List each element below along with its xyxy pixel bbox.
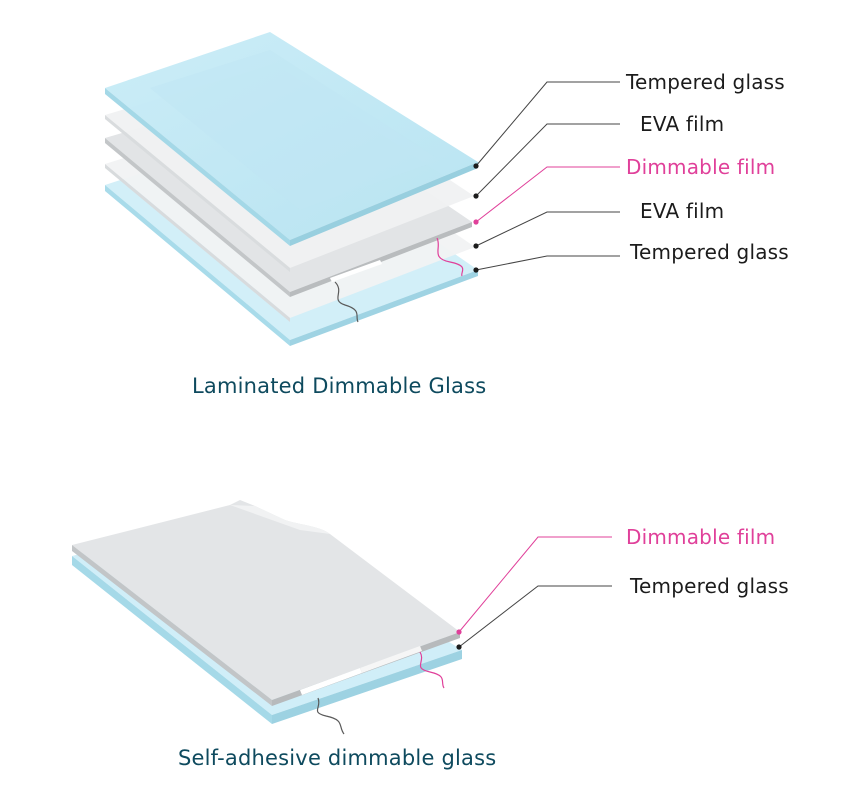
label-lower-eva-film: EVA film xyxy=(640,199,725,223)
dot-sa-tempered-glass xyxy=(456,644,462,650)
leader-dimmable-film xyxy=(475,166,620,223)
caption-self-adhesive: Self-adhesive dimmable glass xyxy=(178,746,497,770)
dot-bottom-tempered-glass xyxy=(473,267,479,273)
leader-sa-tempered-glass xyxy=(458,585,612,648)
top-leader-lines xyxy=(473,81,620,273)
leader-upper-eva xyxy=(475,123,620,197)
leader-top-tempered-glass xyxy=(475,81,620,167)
bottom-leader-lines xyxy=(456,536,612,650)
label-sa-dimmable-film: Dimmable film xyxy=(626,525,776,549)
top-left-wire xyxy=(334,281,359,323)
top-right-wire xyxy=(436,237,464,277)
bottom-right-wire xyxy=(419,651,445,689)
dot-upper-eva xyxy=(473,193,479,199)
dot-lower-eva xyxy=(473,243,479,249)
bottom-left-wire xyxy=(316,697,345,735)
leader-lower-eva xyxy=(475,211,620,247)
label-sa-tempered-glass: Tempered glass xyxy=(630,574,789,598)
dot-top-tempered-glass xyxy=(473,163,479,169)
label-dimmable-film: Dimmable film xyxy=(626,155,776,179)
leader-sa-dimmable-film xyxy=(458,536,612,633)
label-top-tempered-glass: Tempered glass xyxy=(626,70,785,94)
dot-sa-dimmable-film xyxy=(456,629,462,635)
laminated-glass-stack xyxy=(105,32,478,346)
self-adhesive-dimmable-film-layer xyxy=(72,500,460,706)
dot-dimmable-film xyxy=(473,219,479,225)
leader-bottom-tempered-glass xyxy=(475,255,620,271)
self-adhesive-glass-stack xyxy=(72,500,462,735)
label-bottom-tempered-glass: Tempered glass xyxy=(630,240,789,264)
top-tempered-glass-layer xyxy=(105,32,478,246)
caption-laminated: Laminated Dimmable Glass xyxy=(192,374,487,398)
label-upper-eva-film: EVA film xyxy=(640,112,725,136)
